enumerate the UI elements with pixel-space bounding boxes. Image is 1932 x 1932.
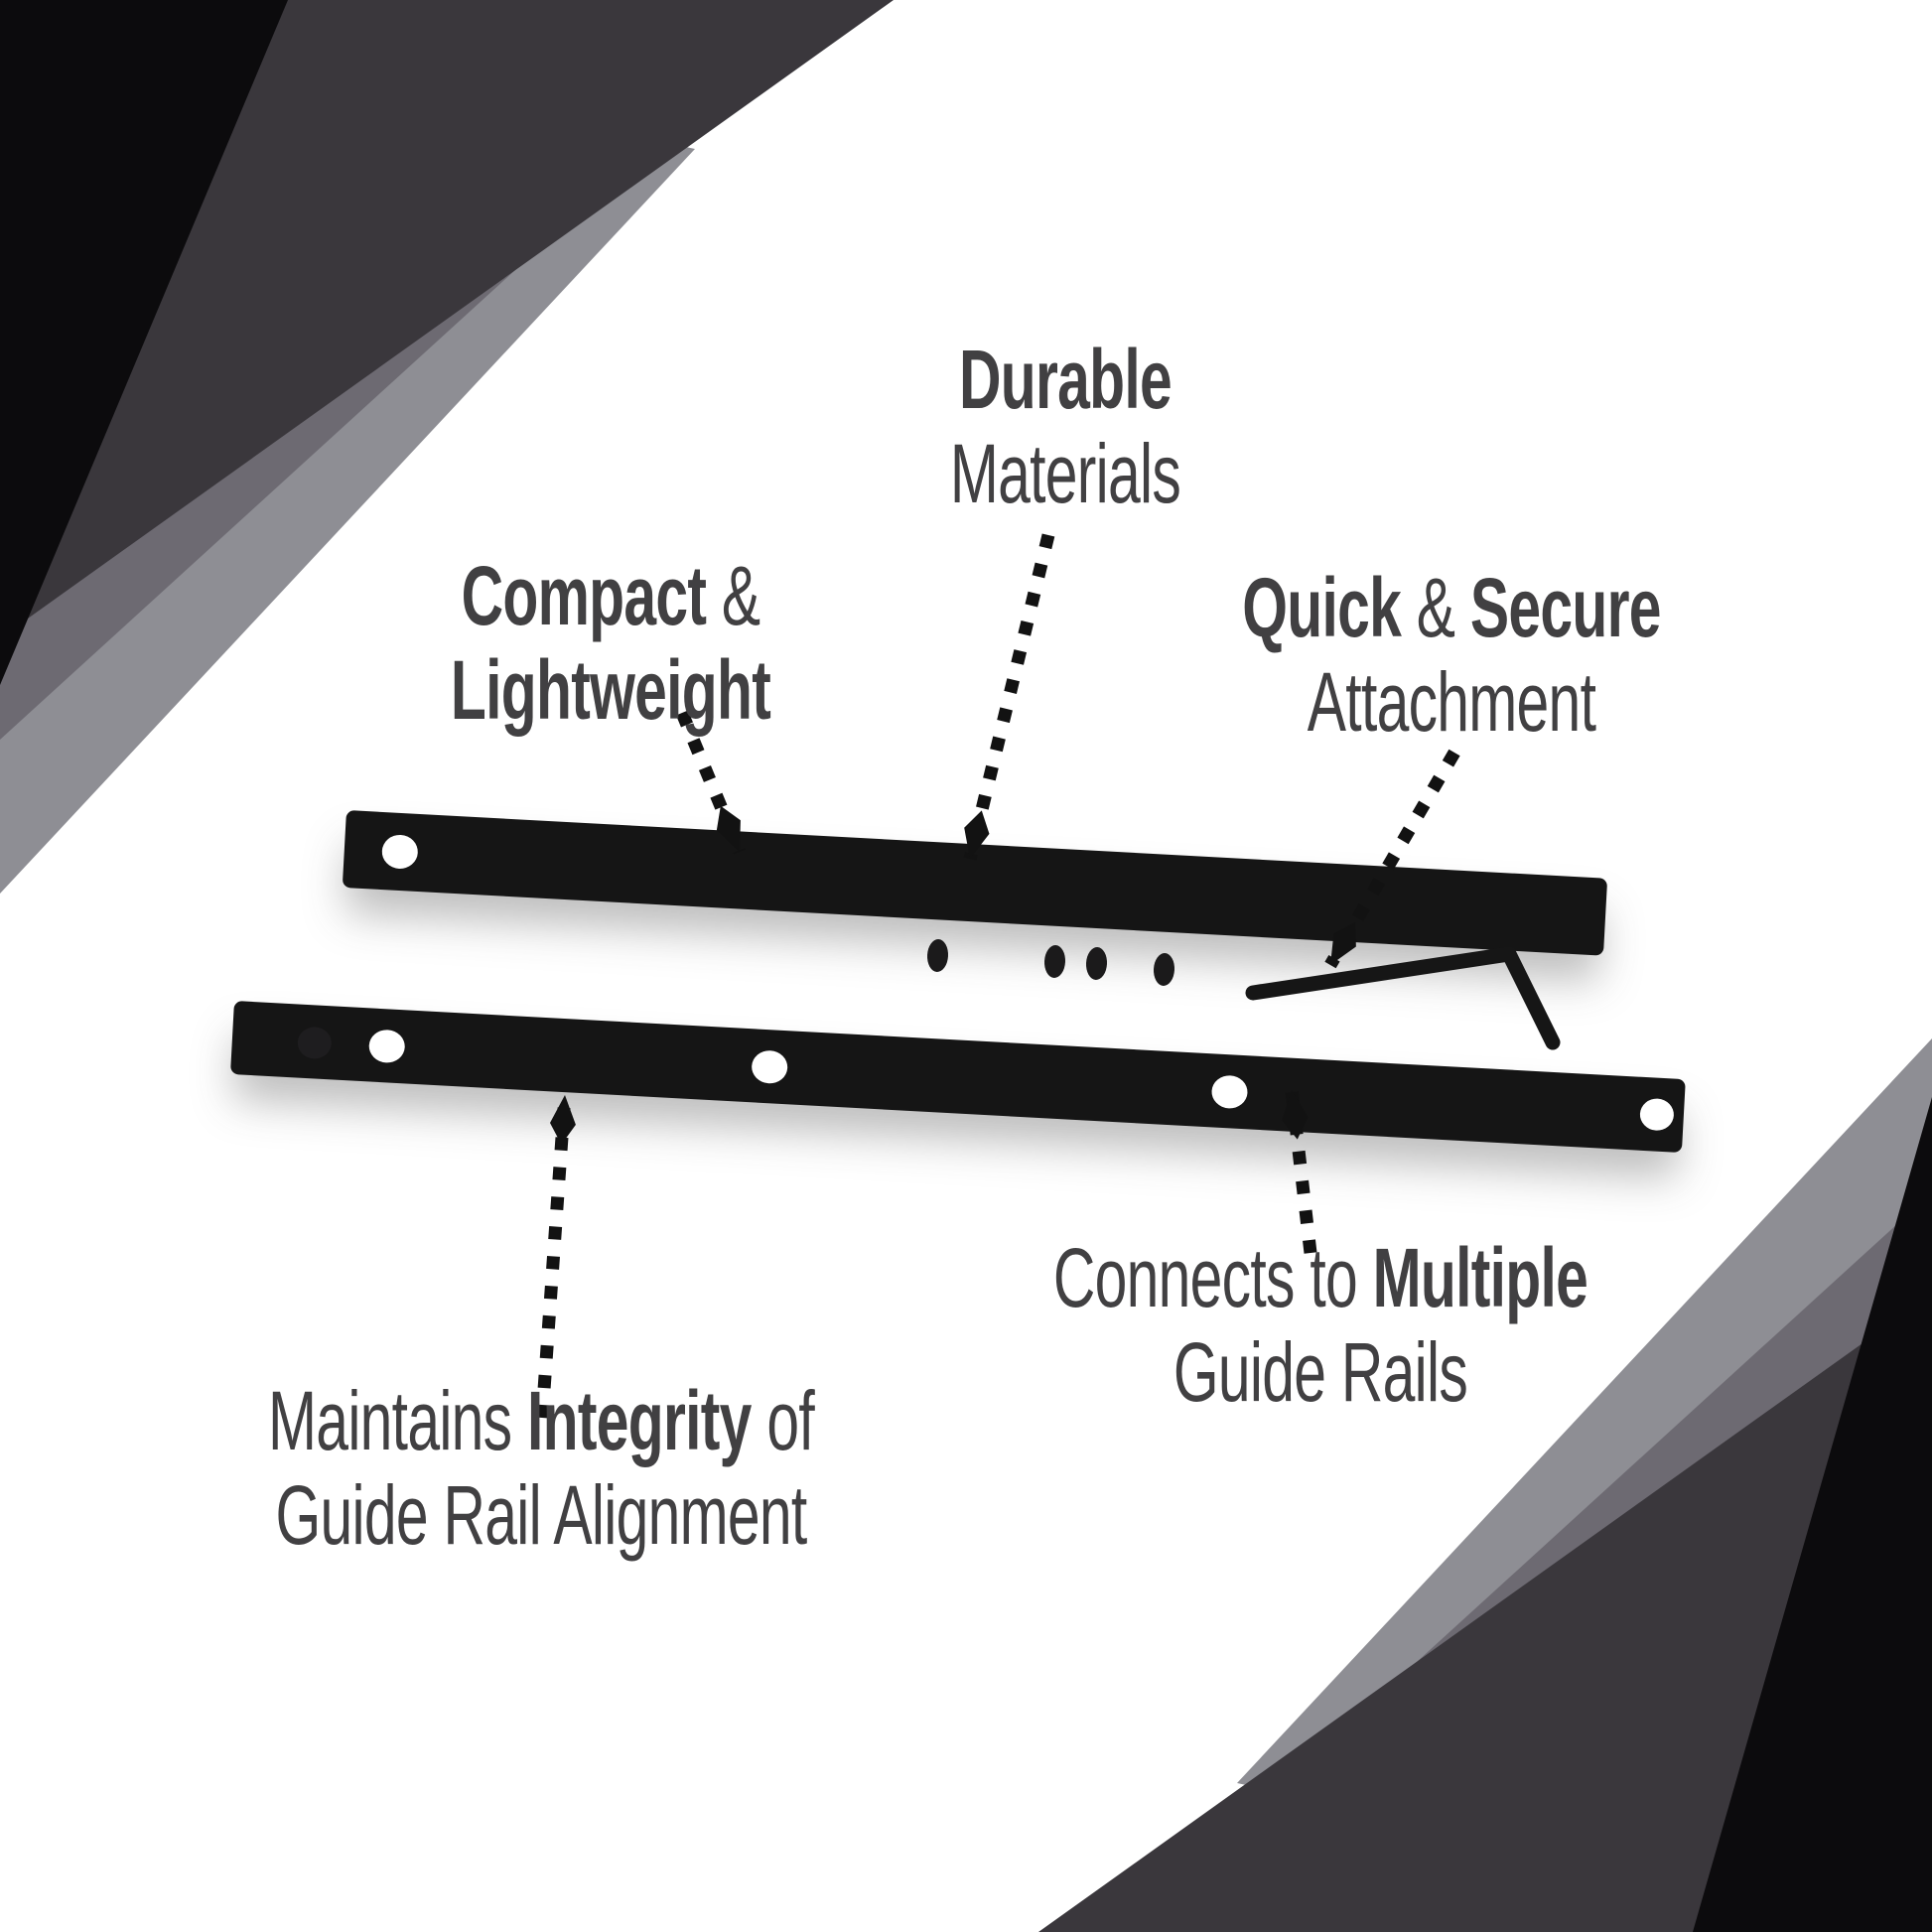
top-guide-rail-connector-bar bbox=[342, 810, 1608, 956]
bottom-rail-hole-1 bbox=[367, 1029, 406, 1064]
screw-3 bbox=[1085, 946, 1108, 981]
callout-maintains-integrity: Maintains Integrity of Guide Rail Alignm… bbox=[268, 1374, 815, 1563]
callout-durable-bold: Durable bbox=[958, 333, 1173, 426]
callout-maintains-bold: Integrity bbox=[527, 1374, 752, 1467]
bottom-rail-hole-4 bbox=[1639, 1097, 1675, 1132]
callout-durable-line2: Materials bbox=[949, 427, 1181, 520]
callout-maintains-pre: Maintains bbox=[268, 1374, 528, 1467]
callout-compact-lightweight: Compact & Lightweight bbox=[450, 549, 771, 738]
bottom-rail-hole-2 bbox=[751, 1049, 789, 1085]
callout-connects-multiple: Connects to Multiple Guide Rails bbox=[1052, 1231, 1588, 1420]
callout-connects-pre: Connects to bbox=[1052, 1231, 1373, 1324]
screw-1 bbox=[926, 938, 949, 973]
callout-compact-line2: Lightweight bbox=[450, 643, 771, 738]
callout-compact-bold1: Compact bbox=[461, 549, 707, 642]
callout-compact-line1: Compact & bbox=[451, 549, 770, 643]
callout-quick-bold2: Secure bbox=[1469, 561, 1662, 654]
bottom-rail-hole-3 bbox=[1210, 1074, 1249, 1110]
screw-4 bbox=[1153, 952, 1175, 987]
callout-compact-bold2: Lightweight bbox=[450, 643, 771, 737]
callout-maintains-line2: Guide Rail Alignment bbox=[275, 1468, 807, 1562]
hex-key-tool bbox=[1245, 946, 1561, 1050]
callout-arrow-maintains bbox=[535, 1094, 576, 1419]
callout-maintains-post: of bbox=[751, 1374, 814, 1467]
callout-connects-line2: Guide Rails bbox=[1173, 1325, 1468, 1419]
callout-durable-materials: Durable Materials bbox=[949, 333, 1181, 521]
callout-arrow-durable bbox=[963, 533, 1055, 861]
callout-quick-line1: Quick & Secure bbox=[1242, 561, 1661, 655]
callout-connects-bold: Multiple bbox=[1372, 1231, 1588, 1324]
callout-quick-amp: & bbox=[1401, 561, 1470, 654]
callout-quick-line2: Attachment bbox=[1307, 655, 1596, 749]
callout-quick-bold1: Quick bbox=[1242, 561, 1402, 654]
bottom-rail-hole-dark bbox=[296, 1026, 333, 1060]
top-rail-hole bbox=[380, 834, 419, 870]
callout-quick-secure-attachment: Quick & Secure Attachment bbox=[1242, 561, 1661, 750]
callout-connects-line1: Connects to Multiple bbox=[1052, 1231, 1588, 1325]
callout-compact-amp: & bbox=[706, 549, 760, 642]
callout-durable-line1: Durable bbox=[950, 333, 1180, 427]
callout-maintains-line1: Maintains Integrity of bbox=[268, 1374, 815, 1468]
bottom-guide-rail-connector-bar bbox=[229, 1001, 1686, 1154]
screw-2 bbox=[1043, 944, 1066, 979]
